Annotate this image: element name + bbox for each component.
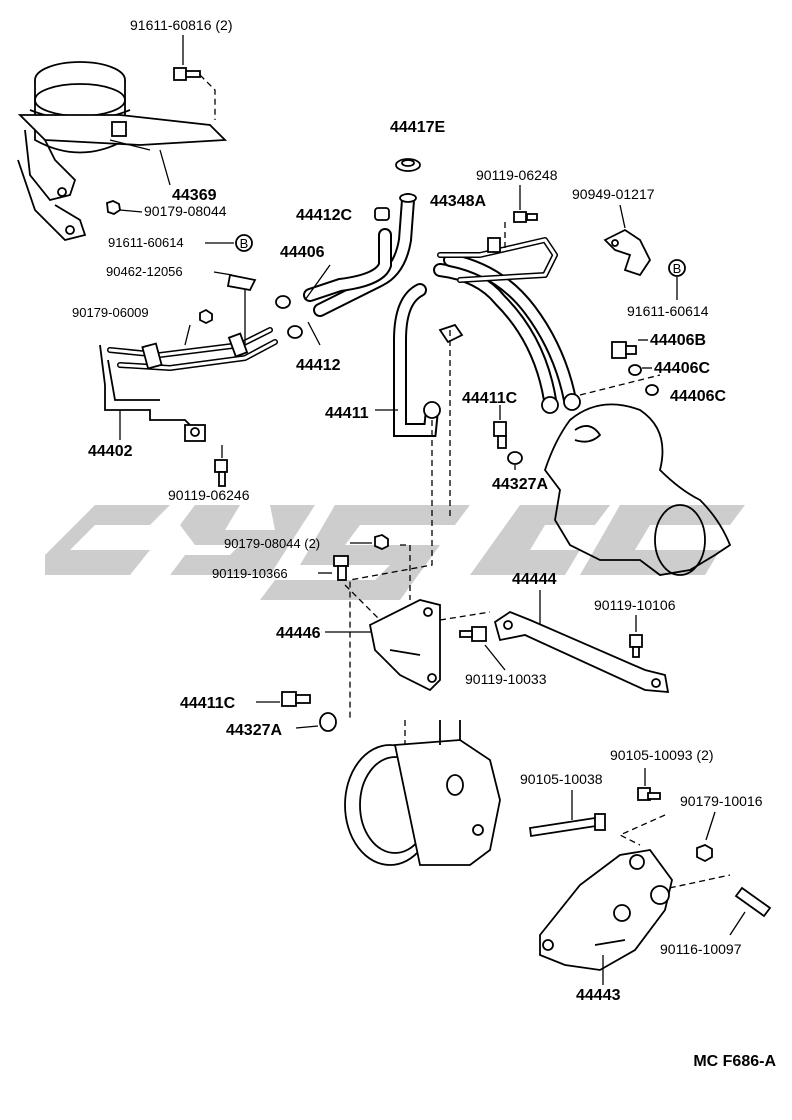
pressure-tube-44402 <box>99 327 278 442</box>
callout-b-left: B <box>235 234 253 252</box>
union-bolt-44406b <box>611 341 637 359</box>
bolt-90119-10366 <box>333 555 349 581</box>
label-91611-60614-left: 91611-60614 <box>108 235 184 250</box>
clamp-90949-01217 <box>603 228 652 277</box>
leader-dash <box>400 544 411 600</box>
leader-line <box>304 264 331 301</box>
callout-b-right: B <box>668 259 686 277</box>
clamp-44417e <box>395 158 421 172</box>
leader-dash <box>579 374 661 396</box>
part-labels: 91611-60816 (2) 44369 90179-08044 91611-… <box>72 17 776 1070</box>
label-44327a-bottom: 44327A <box>226 722 282 739</box>
label-90179-08044: 90179-08044 <box>144 203 227 219</box>
bolt-90119-06246 <box>214 459 228 487</box>
label-44406c-a: 44406C <box>654 360 710 377</box>
label-91611-60614-right: 91611-60614 <box>627 303 709 319</box>
label-90119-06246: 90119-06246 <box>168 487 250 503</box>
leader-dash <box>659 874 731 891</box>
watermark-logo <box>45 505 745 600</box>
label-44406: 44406 <box>280 244 325 261</box>
leader-dash <box>439 611 491 621</box>
label-90105-10038: 90105-10038 <box>520 771 603 787</box>
label-90119-06248: 90119-06248 <box>476 167 558 183</box>
leader-line <box>484 644 506 671</box>
bracket-44446 <box>368 599 441 692</box>
label-44411c-bottom: 44411C <box>180 695 236 712</box>
stud-90116-10097 <box>734 886 772 918</box>
label-44446: 44446 <box>276 625 321 642</box>
gasket-44327a-bottom <box>319 712 337 732</box>
nut-90179-06009 <box>199 308 213 325</box>
brace-44444 <box>493 610 670 693</box>
nut-90179-10016 <box>696 844 713 863</box>
bolt-91611-60816 <box>173 67 201 81</box>
bolt-90105-10038 <box>528 813 606 838</box>
label-90119-10106: 90119-10106 <box>594 597 676 613</box>
label-90949-01217: 90949-01217 <box>572 186 655 202</box>
gasket-44406c <box>628 364 659 396</box>
hose-44412 <box>303 228 392 302</box>
leader-dash <box>344 584 381 621</box>
leader-line <box>705 811 716 841</box>
pressure-hose-44411 <box>393 237 581 437</box>
label-44411: 44411 <box>325 405 369 422</box>
nut-90179-08044 <box>106 200 121 215</box>
label-44327a-top: 44327A <box>492 476 548 493</box>
bolt-90119-06248 <box>513 211 538 223</box>
label-44411c-top: 44411C <box>462 390 518 407</box>
label-90119-10366: 90119-10366 <box>212 566 288 581</box>
clamp-90462-12056 <box>226 273 257 292</box>
leader-line <box>159 149 171 186</box>
leader-line <box>307 321 321 346</box>
label-44406c-b: 44406C <box>670 388 726 405</box>
leader-line <box>295 725 319 729</box>
leader-dash <box>199 74 216 120</box>
callout-b-letter: B <box>673 261 682 276</box>
clamp-44406 <box>275 295 303 339</box>
label-91611-60816: 91611-60816 (2) <box>130 17 232 33</box>
steering-gear-outline <box>543 403 732 576</box>
nut-90179-08044-2 <box>374 534 389 550</box>
callout-b-letter: B <box>240 236 249 251</box>
bracket-44443 <box>539 849 673 971</box>
label-90179-08044-2: 90179-08044 (2) <box>224 536 320 551</box>
bolt-90119-10106 <box>629 634 643 658</box>
label-90179-06009: 90179-06009 <box>72 305 149 320</box>
union-bolt-44411c-bottom <box>281 691 311 707</box>
label-90105-10093: 90105-10093 (2) <box>610 747 714 763</box>
label-44444: 44444 <box>512 571 557 588</box>
clip-44412c <box>374 207 390 221</box>
label-90462-12056: 90462-12056 <box>106 264 183 279</box>
leader-line <box>619 204 626 229</box>
label-44412: 44412 <box>296 357 341 374</box>
leader-dash <box>618 814 666 846</box>
label-44369: 44369 <box>172 187 217 204</box>
label-44402: 44402 <box>88 443 133 460</box>
label-90116-10097: 90116-10097 <box>660 941 742 957</box>
label-44406b: 44406B <box>650 332 706 349</box>
diagram-code: MC F686-A <box>693 1053 776 1070</box>
bolt-90119-10033 <box>459 626 487 642</box>
label-90119-10033: 90119-10033 <box>465 671 547 687</box>
union-bolt-44411c-top <box>493 421 507 449</box>
leader-line <box>119 209 143 213</box>
label-44417e: 44417E <box>390 119 445 136</box>
leader-line <box>184 324 191 346</box>
bolt-90105-10093 <box>637 787 661 801</box>
label-44443: 44443 <box>576 987 621 1004</box>
reservoir-assembly <box>17 61 228 241</box>
label-44348a: 44348A <box>430 193 486 210</box>
power-steering-pump <box>344 720 501 866</box>
gasket-44327a-top <box>507 451 523 465</box>
label-90179-10016: 90179-10016 <box>680 793 763 809</box>
leader-line <box>729 911 746 936</box>
label-44412c: 44412C <box>296 207 352 224</box>
leader-dash <box>349 420 433 720</box>
leader-line <box>213 271 233 276</box>
